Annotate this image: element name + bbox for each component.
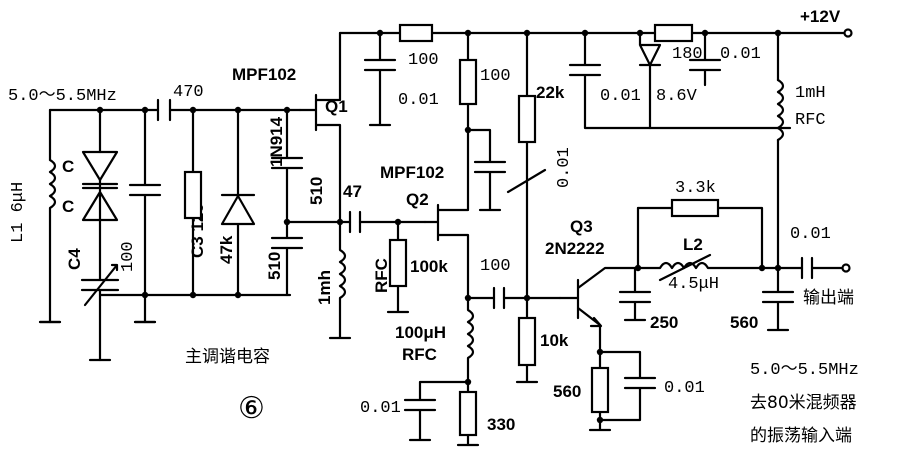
inductor-1mh-rfc bbox=[776, 78, 785, 142]
label-l1: L1 6μH bbox=[9, 182, 28, 243]
capacitor-001-bot bbox=[403, 380, 470, 442]
label-r22k: 22k bbox=[536, 83, 565, 102]
inductor-1mh-q1 bbox=[328, 220, 352, 340]
capacitor-001-out bbox=[800, 256, 814, 280]
inductor-100uh bbox=[466, 296, 475, 384]
capacitor-001-q1 bbox=[363, 31, 397, 127]
diode-1n914 bbox=[220, 108, 256, 297]
capacitor-560 bbox=[761, 266, 795, 332]
label-rfc-q2: RFC bbox=[372, 258, 391, 293]
label-q3-type: 2N2222 bbox=[545, 239, 605, 258]
label-c001-out: 0.01 bbox=[790, 225, 831, 244]
label-r330: 330 bbox=[487, 415, 515, 434]
capacitor-470 bbox=[156, 98, 172, 122]
resistor-22k bbox=[517, 94, 537, 144]
junction-dots bbox=[96, 29, 782, 424]
label-out-desc1: 去80米混频器 bbox=[750, 393, 857, 413]
label-r560: 560 bbox=[553, 382, 581, 401]
label-main-tune: 主调谐电容 bbox=[185, 347, 270, 367]
label-r3k3: 3.3k bbox=[675, 179, 716, 198]
capacitor-100 bbox=[492, 286, 506, 310]
capacitor-001-emit bbox=[598, 350, 657, 422]
label-c001-bot: 0.01 bbox=[360, 399, 401, 418]
label-c-bot: C bbox=[62, 197, 74, 216]
resistor-47k bbox=[183, 170, 203, 220]
resistor-560 bbox=[590, 366, 610, 414]
inductor-l1 bbox=[48, 108, 57, 324]
label-l2-val: 4.5μH bbox=[668, 275, 719, 294]
capacitor-47 bbox=[348, 210, 362, 234]
label-r100k: 100k bbox=[410, 257, 448, 276]
capacitor-001-q2 bbox=[466, 128, 507, 212]
label-l1mh: 1mH bbox=[795, 84, 826, 103]
label-out-freq: 5.0～5.5MHz bbox=[750, 361, 859, 380]
label-c4-val: 100 bbox=[119, 241, 138, 272]
resistor-330 bbox=[458, 390, 478, 437]
label-c001-q1: 0.01 bbox=[398, 91, 439, 110]
label-out-desc2: 的振荡输入端 bbox=[750, 426, 852, 446]
label-rfc-right: RFC bbox=[795, 111, 826, 130]
label-zener-c: 0.01 bbox=[600, 87, 641, 106]
transistor-q3 bbox=[558, 206, 640, 354]
label-d1n914: 1N914 bbox=[267, 116, 286, 167]
label-mpf1: MPF102 bbox=[232, 65, 296, 84]
label-rfc-100: RFC bbox=[402, 345, 437, 364]
resistor-100-mid bbox=[458, 58, 478, 106]
label-zener-v: 8.6V bbox=[656, 87, 698, 106]
supply-label: +12V bbox=[800, 7, 841, 26]
label-r100-top: 100 bbox=[408, 51, 439, 70]
label-freq-in: 5.0～5.5MHz bbox=[8, 87, 117, 106]
label-l100uh: 100μH bbox=[395, 323, 446, 342]
capacitor-510a bbox=[270, 108, 304, 224]
label-c470: 470 bbox=[173, 83, 204, 102]
capacitor-001-top bbox=[688, 31, 722, 87]
label-c510a: 510 bbox=[307, 177, 326, 205]
label-r100-mid: 100 bbox=[480, 67, 511, 86]
label-l2: L2 bbox=[683, 235, 703, 254]
resistor-100-top bbox=[398, 23, 434, 43]
label-output: 输出端 bbox=[803, 288, 854, 308]
inductor-l2 bbox=[636, 261, 764, 270]
label-r47k: 47k bbox=[217, 235, 236, 264]
capacitor-510b bbox=[270, 220, 304, 297]
label-c100: 100 bbox=[480, 257, 511, 276]
label-mpf2: MPF102 bbox=[380, 163, 444, 182]
label-c560: 560 bbox=[730, 313, 758, 332]
label-q3: Q3 bbox=[570, 217, 593, 236]
varactor-bottom bbox=[81, 178, 119, 222]
output-terminal bbox=[841, 263, 851, 273]
label-c-top: C bbox=[62, 157, 74, 176]
resistor-100k bbox=[388, 238, 408, 288]
label-c001-emit: 0.01 bbox=[664, 379, 705, 398]
capacitor-zener-bypass bbox=[568, 31, 792, 130]
label-c510b: 510 bbox=[265, 252, 284, 280]
resistor-3k3 bbox=[670, 198, 720, 218]
label-c47: 47 bbox=[343, 182, 362, 201]
resistor-180 bbox=[653, 23, 694, 43]
capacitor-250 bbox=[618, 266, 652, 322]
capacitor-c3 bbox=[128, 108, 162, 324]
label-r180: 180 bbox=[672, 45, 703, 64]
varactor-top bbox=[81, 150, 119, 182]
zener-diode bbox=[638, 31, 662, 130]
figure-number: ⑥ bbox=[238, 391, 265, 426]
label-l1mh-small: 1mh bbox=[315, 270, 334, 305]
transistor-q2 bbox=[423, 128, 470, 300]
label-q1: Q1 bbox=[325, 97, 348, 116]
label-c4: C4 bbox=[65, 248, 84, 270]
label-c001-top: 0.01 bbox=[720, 45, 761, 64]
label-c001-q2: 0.01 bbox=[555, 147, 574, 188]
transistor-q1 bbox=[298, 31, 342, 224]
capacitor-c4 bbox=[80, 218, 120, 362]
label-q2: Q2 bbox=[406, 190, 429, 209]
supply-terminal bbox=[843, 28, 853, 38]
label-c250: 250 bbox=[650, 313, 678, 332]
resistor-10k bbox=[517, 316, 537, 367]
label-r10k: 10k bbox=[540, 331, 569, 350]
